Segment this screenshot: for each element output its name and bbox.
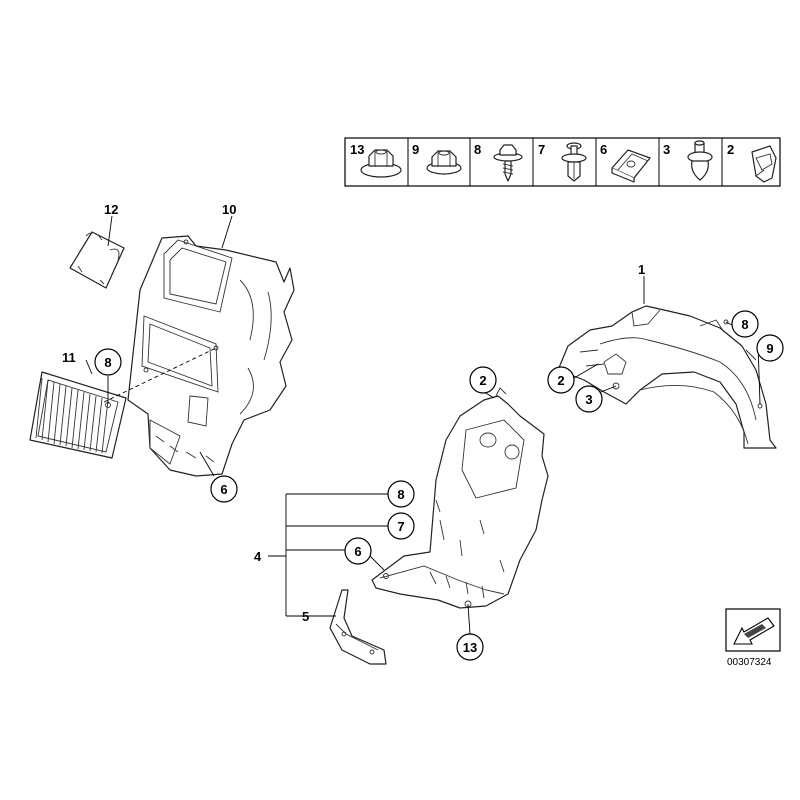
cover-cap-part [69,231,125,289]
legend-number: 9 [412,142,419,157]
callout-13-circle [456,633,484,661]
push-rivet-icon [687,140,713,181]
callout-8-circle [731,310,759,338]
self-tapping-screw-icon [493,144,523,182]
callout-8: 8 [397,487,404,502]
callout-6: 6 [220,482,227,497]
callout-8-circle [387,480,415,508]
direction-arrow-icon [725,608,781,652]
wheel-arch-section-part [127,235,295,477]
expanding-rivet-icon [561,142,587,182]
air-filter-grille-part [29,371,127,459]
callout-9: 9 [766,341,773,356]
hardware-legend: 13 9 8 7 6 3 2 [344,137,781,187]
callout-7: 7 [397,519,404,534]
callout-9-circle [756,334,784,362]
clip-nut-icon [751,145,777,183]
callout-3-circle [575,385,603,413]
callout-3: 3 [585,392,592,407]
rear-wheel-arch-part [557,305,777,449]
callout-6-circle [344,537,372,565]
callout-8: 8 [741,317,748,332]
hex-nut-icon [426,150,462,175]
callout-4: 4 [254,549,262,564]
hex-flange-nut-icon [360,149,402,178]
front-wheel-arch-part [371,387,549,609]
callout-6: 6 [354,544,361,559]
callout-7-circle [387,512,415,540]
catalog-number: 00307324 [727,657,772,668]
legend-number: 7 [538,142,545,157]
legend-number: 8 [474,142,481,157]
callout-1: 1 [638,262,645,277]
callout-12: 12 [104,202,118,217]
legend-number: 6 [600,142,607,157]
callout-6-circle [210,475,238,503]
callout-10: 10 [222,202,236,217]
legend-number: 13 [350,142,364,157]
callout-2-circle [547,366,575,394]
callout-13: 13 [463,640,477,655]
callout-8: 8 [104,355,111,370]
callout-2: 2 [479,373,486,388]
spring-nut-clip-icon [611,149,651,183]
callouts: 12 10 11 8 6 1 8 9 2 3 2 8 7 6 4 5 13 [62,202,784,661]
callout-5: 5 [302,609,309,624]
trim-strip-part [329,589,387,665]
legend-number: 2 [727,142,734,157]
callout-2: 2 [557,373,564,388]
legend-number: 3 [663,142,670,157]
callout-11: 11 [62,350,76,365]
callout-8-circle [94,348,122,376]
callout-2-circle [469,366,497,394]
